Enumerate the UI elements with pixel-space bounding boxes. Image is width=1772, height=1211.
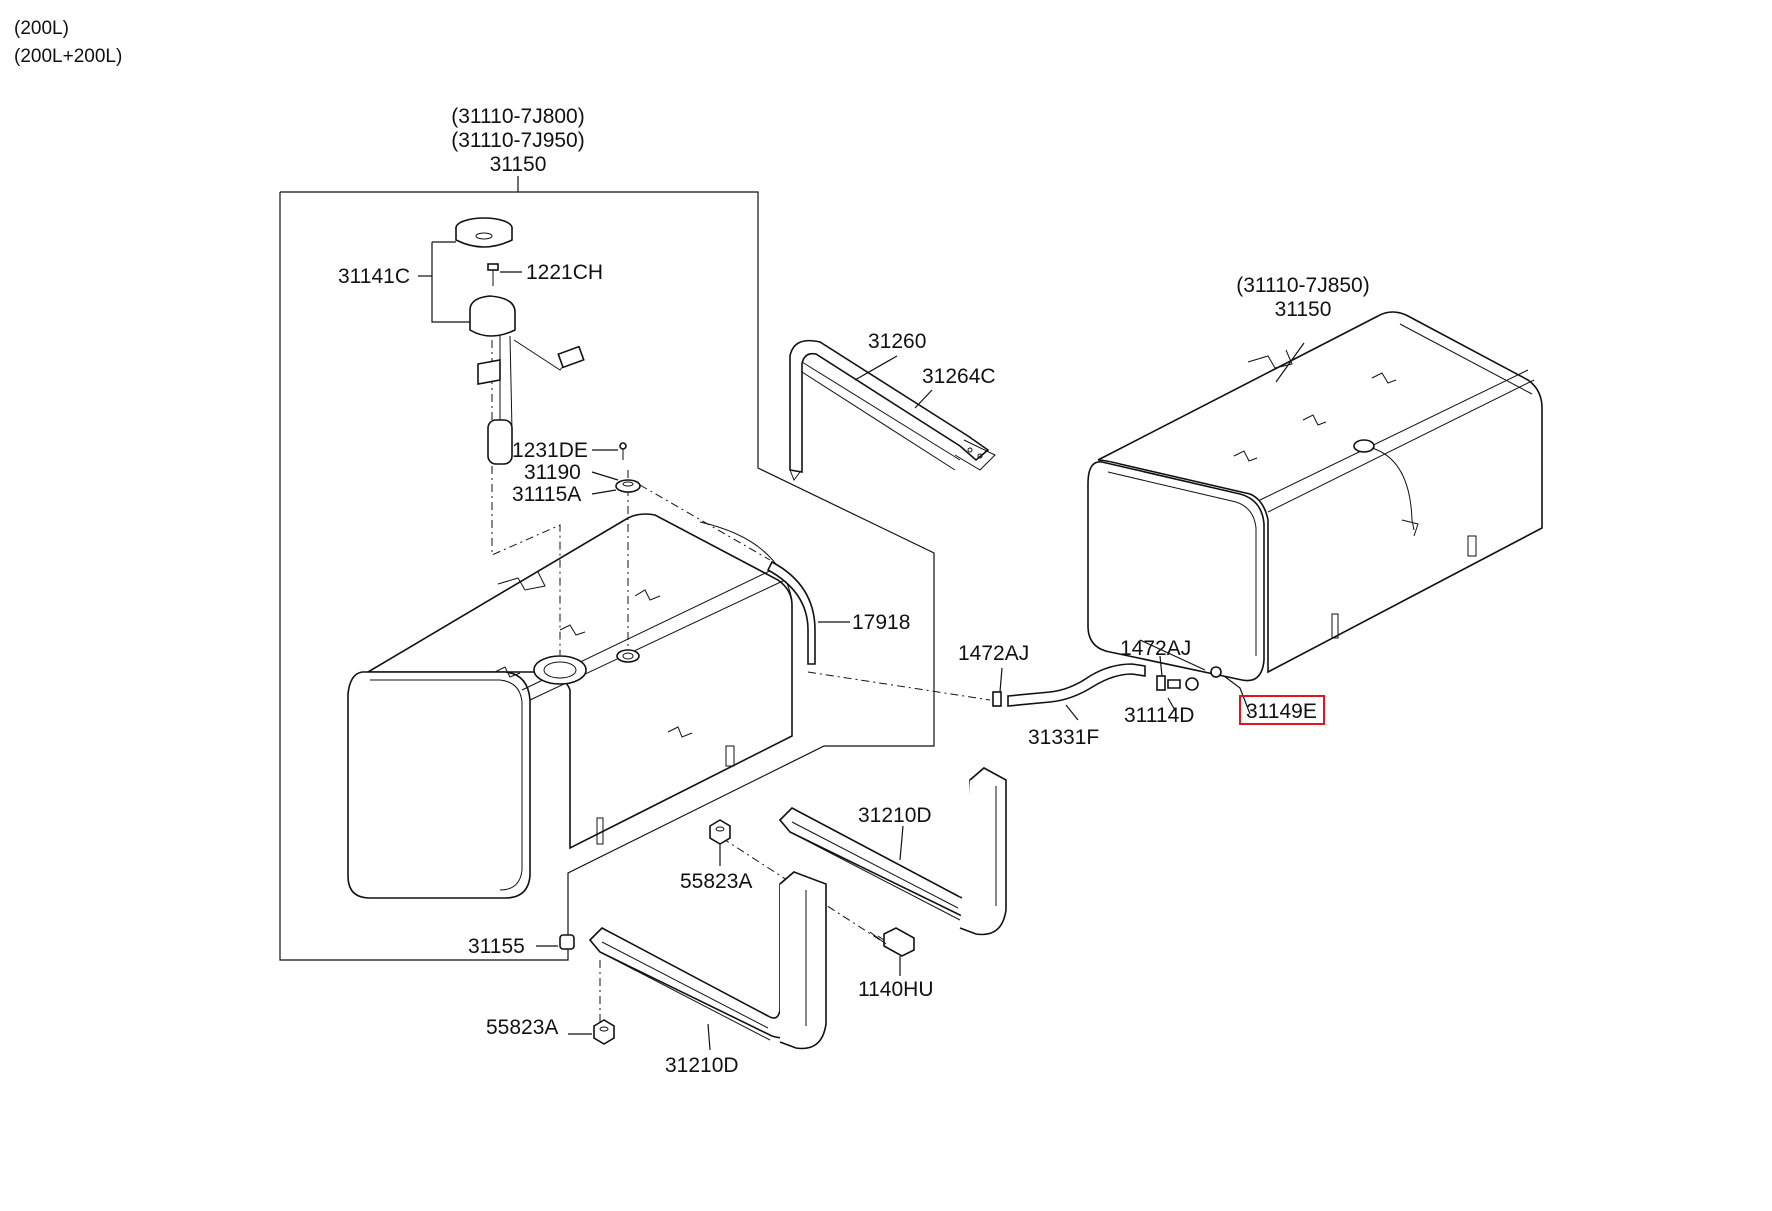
label-31331f[interactable]: 31331F [1028, 726, 1099, 749]
left-fuel-tank[interactable] [347, 513, 793, 899]
hose-clamp-left-1472aj[interactable] [992, 691, 1002, 707]
bolt-1140hu[interactable] [869, 927, 915, 957]
nut-upper-55823a[interactable] [709, 819, 731, 845]
label-1231de[interactable]: 1231DE [512, 439, 588, 462]
fuel-hose-31331f[interactable] [1007, 663, 1146, 707]
fuel-sender-assembly[interactable] [455, 217, 585, 465]
label-31155[interactable]: 31155 [468, 935, 525, 958]
label-1472aj-right[interactable]: 1472AJ [1120, 637, 1191, 660]
tank-bracket-upper-31210d[interactable] [778, 766, 1007, 936]
cap-strap-line [639, 484, 771, 561]
label-31260[interactable]: 31260 [868, 330, 926, 353]
label-assy-left-3: 31150 [490, 153, 547, 176]
label-55823a-upper[interactable]: 55823A [680, 870, 752, 893]
label-31264c[interactable]: 31264C [922, 365, 996, 388]
drain-plug-31155[interactable] [559, 934, 575, 950]
label-assy-right-1: (31110-7J850) [1236, 274, 1369, 297]
label-31114d[interactable]: 31114D [1124, 704, 1194, 727]
label-17918[interactable]: 17918 [852, 611, 910, 634]
label-1221ch[interactable]: 1221CH [526, 261, 603, 284]
connector-31149e[interactable] [1210, 666, 1222, 678]
label-1472aj-left[interactable]: 1472AJ [958, 642, 1029, 665]
tank-bracket-lower-31210d[interactable] [588, 870, 827, 1050]
label-31149e[interactable]: 31149E [1246, 700, 1317, 723]
right-fuel-tank[interactable] [1087, 311, 1543, 682]
label-55823a-lower[interactable]: 55823A [486, 1016, 558, 1039]
label-31115a[interactable]: 31115A [512, 483, 581, 506]
cap-1231de[interactable] [619, 442, 627, 460]
screw-1221ch[interactable] [487, 263, 499, 286]
hose-alignment-line [807, 671, 991, 701]
fitting-31114d[interactable] [1167, 677, 1199, 691]
header-capacity-200l: (200L) [14, 18, 69, 39]
label-31210d-upper[interactable]: 31210D [858, 804, 932, 827]
header-capacity-200l-200l: (200L+200L) [14, 46, 122, 67]
label-31141c[interactable]: 31141C [338, 265, 410, 288]
highlight-box [1239, 695, 1325, 725]
left-assembly-outline [279, 191, 935, 961]
label-assy-left-2: (31110-7J950) [451, 129, 584, 152]
hose-clamp-right-1472aj[interactable] [1156, 675, 1166, 691]
label-31190[interactable]: 31190 [524, 461, 581, 484]
label-31210d-lower[interactable]: 31210D [665, 1054, 739, 1077]
label-assy-left-1: (31110-7J800) [451, 105, 584, 128]
sender-bracket-line [431, 242, 470, 323]
filler-cap-31190[interactable] [615, 479, 641, 493]
label-1140hu[interactable]: 1140HU [858, 978, 934, 1001]
nut-lower-55823a[interactable] [593, 1019, 615, 1045]
highlighted-part-31149e[interactable]: 31149E [1239, 695, 1325, 725]
label-assy-right-2: 31150 [1275, 298, 1332, 321]
tank-strap-31260[interactable] [789, 339, 996, 482]
sender-alignment-line [491, 340, 561, 655]
breather-tube-17918[interactable] [766, 560, 816, 665]
